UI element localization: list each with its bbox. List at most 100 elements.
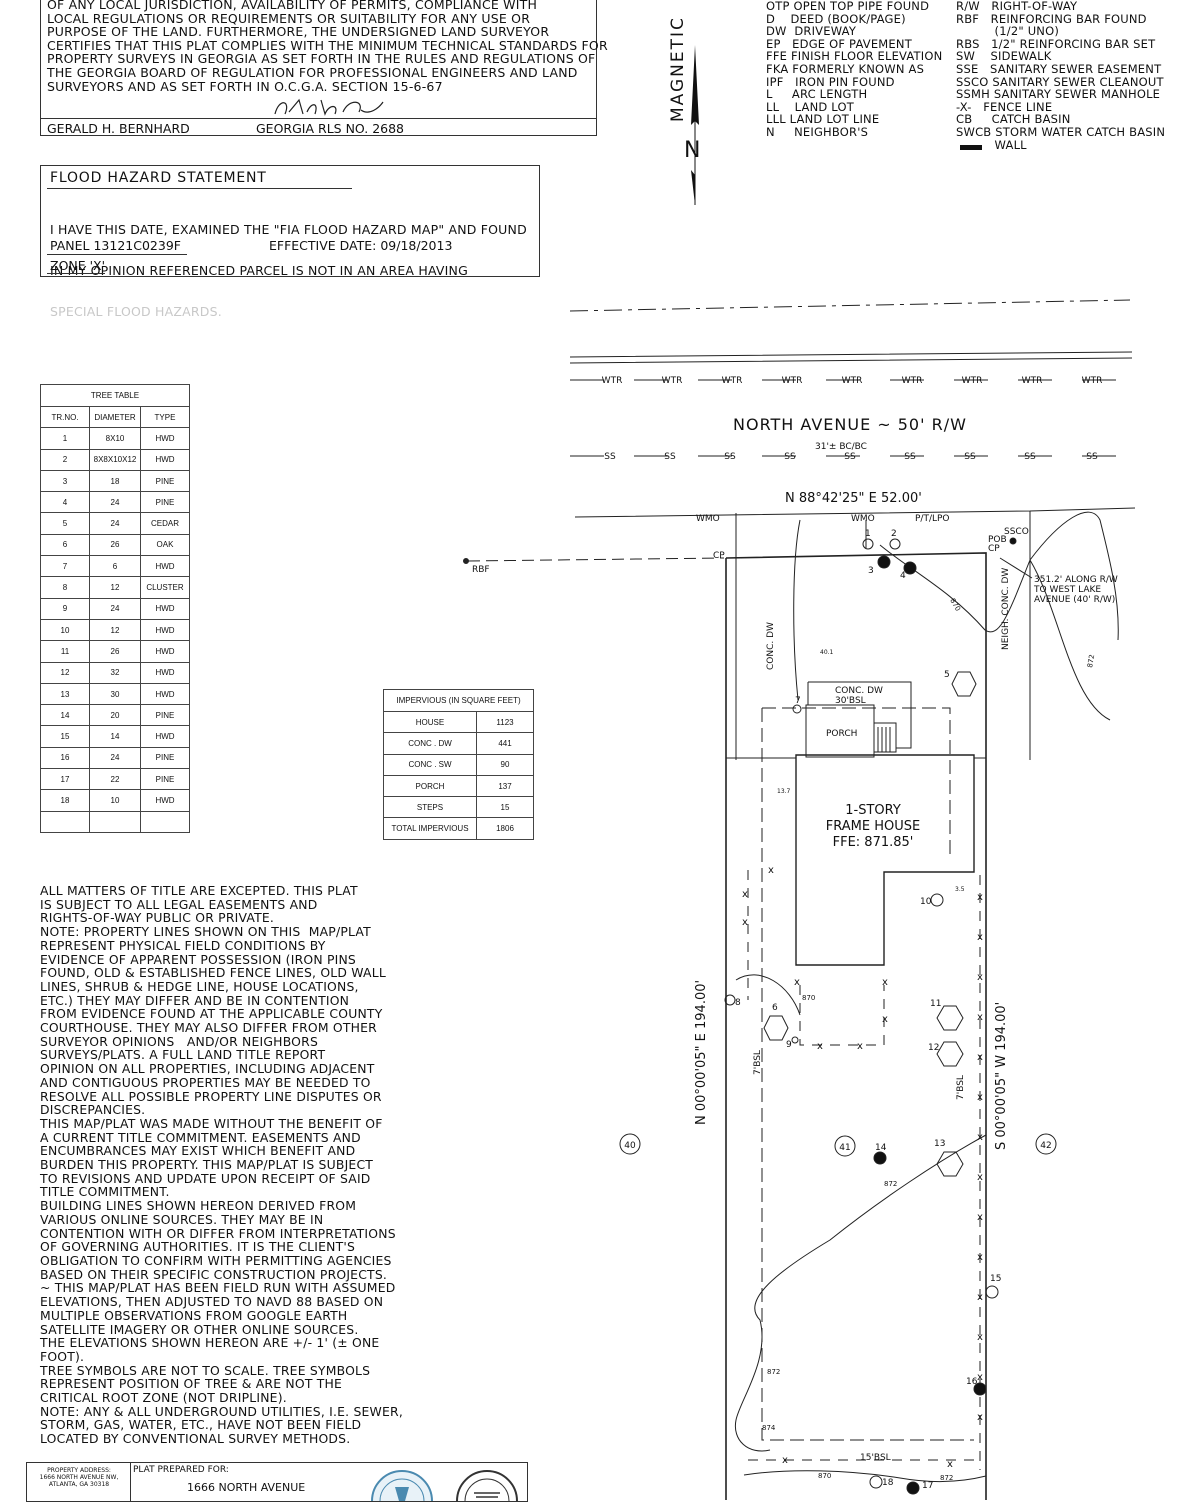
cp-label-right: CP	[988, 544, 1000, 554]
house-line-3: FFE: 871.85'	[833, 835, 914, 850]
fence-x-mark: x	[977, 972, 983, 983]
tree-cell: 2	[40, 448, 90, 471]
surveyor-seal-icon	[456, 1470, 518, 1501]
fence-x-mark: x	[947, 1459, 953, 1470]
certification-line: CERTIFIES THAT THIS PLAT COMPLIES WITH T…	[47, 37, 608, 53]
note-line: FOOT).	[40, 1348, 85, 1364]
fence-x-mark: x	[977, 1332, 983, 1343]
tree-number-label: 15	[990, 1274, 1001, 1284]
north-arrow-icon	[691, 45, 699, 205]
fence-x-mark: x	[882, 977, 888, 988]
tree-cell: PINE	[140, 491, 190, 514]
surveyor-signature	[274, 98, 384, 116]
fence-x-mark: x	[977, 892, 983, 903]
tree-col-diameter: DIAMETER	[89, 405, 141, 429]
tree-number-label: 5	[944, 670, 950, 680]
ssco-label: SSCO	[1004, 527, 1029, 537]
fence-x-mark: x	[768, 865, 774, 876]
zone-underline	[47, 273, 105, 274]
tree-1-symbol	[862, 538, 874, 550]
conc-driveway	[793, 519, 867, 701]
tree-cell: CLUSTER	[140, 576, 190, 599]
tree-table-title: TREE TABLE	[40, 384, 190, 407]
address-line-1: 1666 NORTH AVENUE NW,	[39, 1474, 119, 1481]
tree-cell: 26	[89, 640, 141, 663]
certification-line: SURVEYORS AND AS SET FORTH IN O.C.G.A. S…	[47, 78, 443, 94]
right-bearing: S 00°00'05" W 194.00'	[994, 1002, 1009, 1150]
ss-label: SS	[664, 452, 676, 462]
tree-cell: 10	[40, 618, 90, 642]
note-line: TREE SYMBOLS ARE NOT TO SCALE. TREE SYMB…	[40, 1362, 371, 1378]
legend-left-item: LLL LAND LOT LINE	[766, 112, 880, 127]
company-logo-icon	[371, 1470, 433, 1501]
flood-panel: PANEL 13121C0239F	[50, 238, 181, 253]
tree-cell-empty	[140, 810, 190, 833]
note-line: ~ THIS MAP/PLAT HAS BEEN FIELD RUN WITH …	[40, 1280, 396, 1296]
fence-x-mark: x	[977, 1132, 983, 1143]
table-row-empty	[40, 810, 190, 833]
tree-number-label: 13	[934, 1139, 945, 1149]
note-line: REPRESENT PHYSICAL FIELD CONDITIONS BY	[40, 937, 326, 953]
tree-cell: PINE	[140, 746, 190, 770]
certification-line: PURPOSE OF THE LAND. FURTHERMORE, THE UN…	[47, 24, 550, 40]
note-line: REPRESENT POSITION OF TREE & ARE NOT THE	[40, 1376, 343, 1392]
ptlpo-label: P/T/LPO	[915, 514, 950, 524]
tree-number-label: 11	[930, 999, 941, 1009]
wmo-label-right: WMO	[851, 514, 875, 524]
tree-cell: HWD	[140, 725, 190, 748]
wmo-label-left: WMO	[696, 514, 720, 524]
note-line: AND CONTIGUOUS PROPERTIES MAY BE NEEDED …	[40, 1074, 371, 1090]
wtr-label: WTR	[842, 376, 863, 386]
tree-cell: PINE	[140, 704, 190, 727]
tree-number-label: 7	[795, 696, 801, 706]
tree-12-symbol	[936, 1041, 964, 1067]
legend-left-item: IPF IRON PIN FOUND	[766, 74, 895, 89]
note-line: SURVEYS/PLATS. A FULL LAND TITLE REPORT	[40, 1047, 326, 1063]
legend-right-item: SWCB STORM WATER CATCH BASIN	[956, 124, 1166, 139]
property-boundary	[725, 552, 987, 1500]
note-line: FROM EVIDENCE FOUND AT THE APPLICABLE CO…	[40, 1006, 383, 1022]
impervious-table-title: IMPERVIOUS (IN SQUARE FEET)	[383, 689, 534, 712]
rbf-label: RBF	[472, 565, 490, 575]
legend-right-item: SSCO SANITARY SEWER CLEANOUT	[956, 74, 1164, 89]
fence-x-mark: x	[742, 889, 748, 900]
fence-x-mark: x	[977, 1172, 983, 1183]
tree-7-symbol	[792, 704, 802, 714]
tree-cell: 22	[89, 768, 141, 791]
tree-cell: 3	[40, 469, 90, 493]
wtr-label: WTR	[722, 376, 743, 386]
tree-number-label: 9	[786, 1040, 792, 1050]
bsl-15-label: 15'BSL	[860, 1453, 891, 1463]
porch-label: PORCH	[826, 729, 857, 739]
tree-cell: 26	[89, 533, 141, 557]
tree-cell: PINE	[140, 768, 190, 791]
tree-cell: HWD	[140, 789, 190, 812]
tree-cell: 11	[40, 640, 90, 663]
flood-text: I HAVE THIS DATE, EXAMINED THE "FIA FLOO…	[50, 196, 527, 346]
flood-line-3: SPECIAL FLOOD HAZARDS.	[50, 303, 222, 319]
tree-cell: 32	[89, 661, 141, 684]
fence-x-mark: x	[794, 977, 800, 988]
note-line: NOTE: ANY & ALL UNDERGROUND UTILITIES, I…	[40, 1403, 403, 1419]
ss-label: SS	[1086, 452, 1098, 462]
tree-17-symbol	[906, 1481, 920, 1495]
tree-cell: 14	[89, 725, 141, 748]
tree-cell: 12	[89, 576, 141, 599]
top-bearing: N 88°42'25" E 52.00'	[785, 491, 922, 506]
tree-number-label: 14	[875, 1143, 887, 1153]
note-line: THE ELEVATIONS SHOWN HEREON ARE +/- 1' (…	[40, 1335, 380, 1351]
tree-number-label: 6	[772, 1003, 778, 1013]
flood-title: FLOOD HAZARD STATEMENT	[50, 170, 267, 186]
impervious-item: HOUSE	[383, 710, 477, 734]
